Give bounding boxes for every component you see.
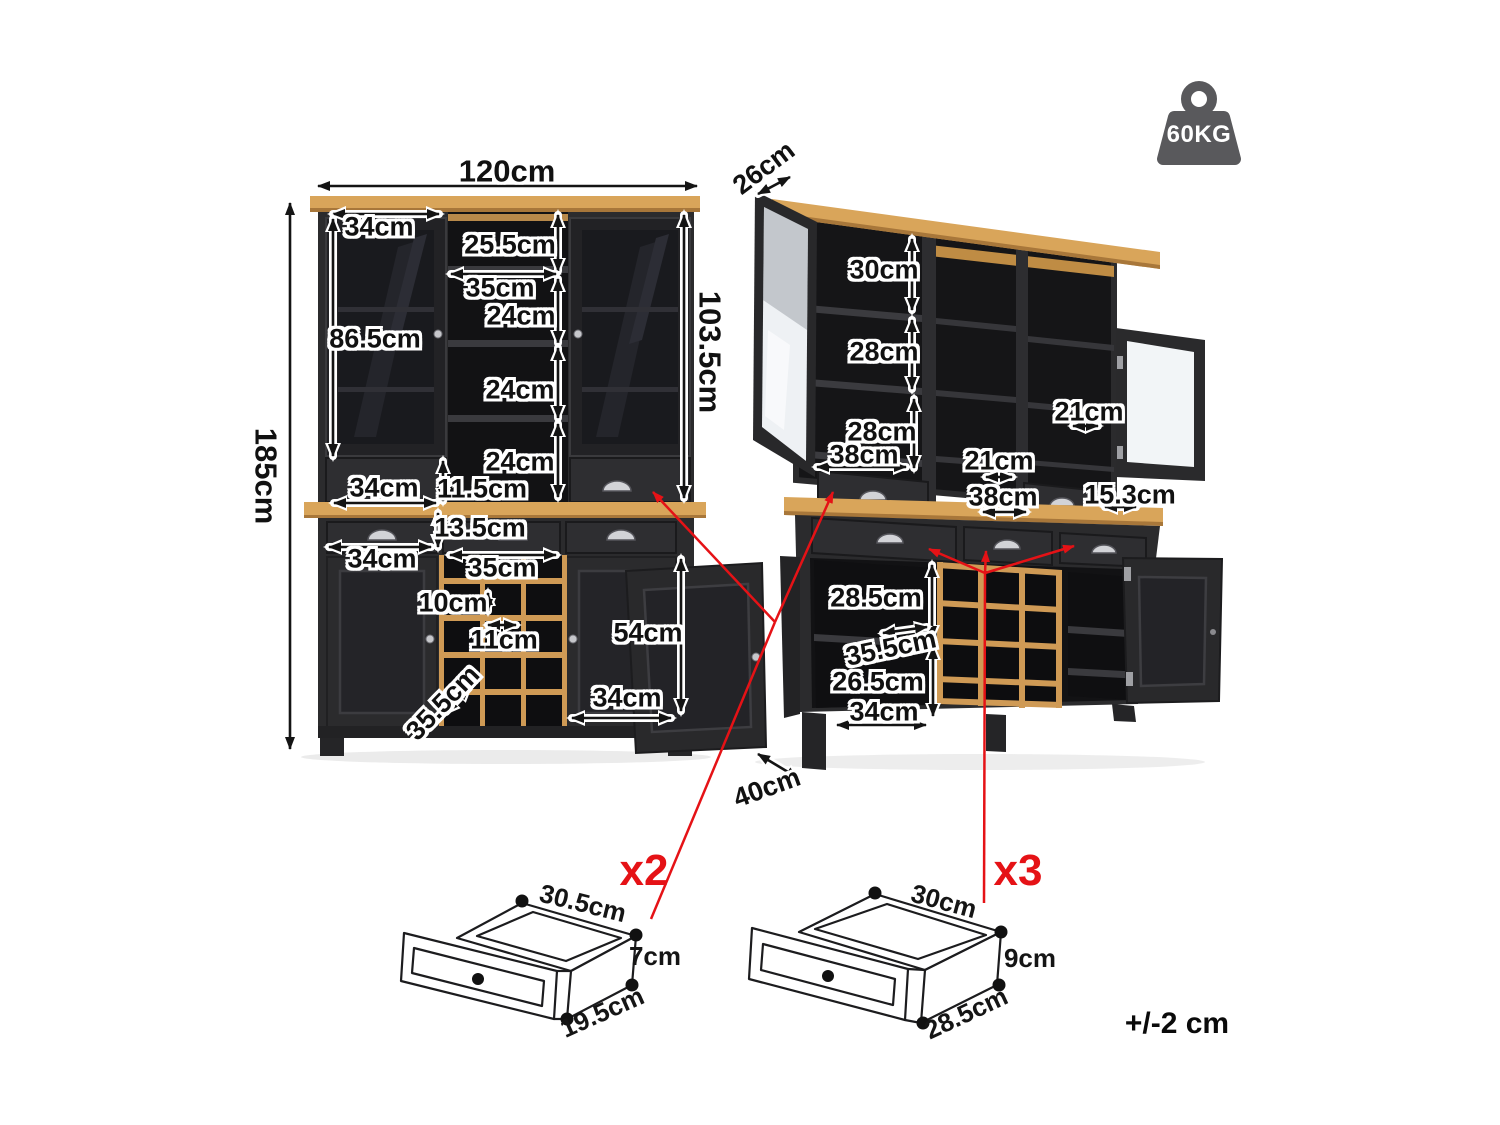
dim-small-drawer-height: 7cm [628, 941, 682, 971]
dim-angled-base-compartment-width: 34cm [849, 696, 919, 727]
dim-front-base-drawer-height: 13.5cm [434, 512, 526, 543]
dim-angled-shelf-height-2: 28cm [847, 416, 917, 447]
dim-front-top-opening-height: 25.5cm [464, 229, 556, 260]
dim-front-shelf-gap-3: 24cm [485, 446, 555, 477]
dim-angled-middle-compartment-width: 38cm [968, 481, 1038, 512]
dim-angled-shelf-height-1: 28cm [849, 336, 919, 367]
dim-front-base-drawer-width: 34cm [347, 543, 417, 574]
dim-front-base-door-height: 54cm [613, 617, 683, 648]
dim-angled-upper-compartment-height: 28.5cm [830, 582, 922, 613]
dim-angled-side-shelf-depth: 21cm [1054, 396, 1124, 427]
dim-front-cubby-height: 10cm [418, 587, 488, 618]
left-cabinet-illustration [301, 196, 711, 764]
dim-angled-lower-compartment-height: 26.5cm [832, 666, 924, 697]
dim-front-cubby-width: 11cm [470, 624, 538, 655]
dim-angled-top-shelf-height: 30cm [849, 254, 919, 285]
dimension-arrows [282, 173, 1142, 782]
small-drawer-sketch [399, 894, 643, 1026]
dim-front-shelf-gap-1: 24cm [486, 300, 556, 331]
dim-front-hutch-drawer-height: 11.5cm [436, 473, 528, 504]
dim-front-hutch-height: 103.5cm [692, 290, 728, 414]
tolerance-note: +/-2 cm [1124, 1007, 1230, 1040]
small-drawer-count-label: x2 [619, 846, 669, 895]
dim-angled-left-compartment-width: 38cm [829, 439, 899, 470]
dim-front-glass-door-height: 86.5cm [329, 323, 421, 354]
dim-front-wine-rack-width: 35cm [467, 552, 537, 583]
dim-large-drawer-height: 9cm [1003, 943, 1057, 973]
dim-front-overall-height: 185cm [248, 427, 284, 525]
dim-angled-drawer-side-width: 15.3cm [1084, 479, 1176, 510]
weight-icon [1157, 81, 1241, 165]
dim-front-shelf-gap-2: 24cm [485, 374, 555, 405]
dim-angled-hutch-drawer-depth: 21cm [964, 445, 1034, 476]
dim-front-middle-shelf-width: 35cm [465, 272, 535, 303]
right-cabinet-illustration [624, 191, 1224, 770]
weight-capacity-label: 60KG [1166, 121, 1232, 148]
dim-front-overall-width: 120cm [458, 153, 556, 189]
dim-front-base-door-width: 34cm [592, 682, 662, 713]
large-drawer-count-label: x3 [993, 846, 1043, 895]
dim-front-hutch-drawer-width: 34cm [349, 472, 419, 503]
red-annotation-lines [649, 491, 1075, 920]
large-drawer-sketch [747, 886, 1008, 1030]
dim-front-glass-door-width: 34cm [344, 211, 414, 242]
